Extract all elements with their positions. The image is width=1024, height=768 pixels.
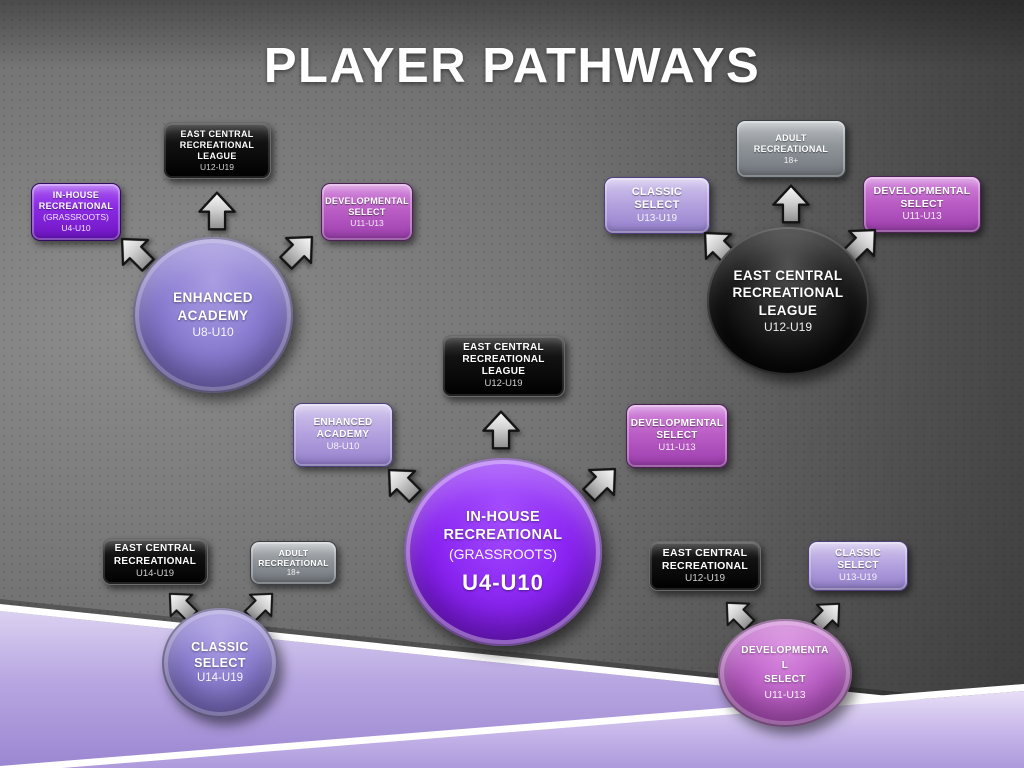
- circle-line: (GRASSROOTS): [448, 546, 558, 563]
- box-age-range: 18+: [783, 154, 799, 165]
- circle-age-range: U4-U10: [462, 570, 544, 596]
- box-line: EAST CENTRAL: [662, 546, 748, 559]
- box-age-range: U11-U13: [902, 211, 942, 223]
- box-age-range: 18+: [286, 568, 301, 578]
- circle-line: SELECT: [194, 656, 246, 671]
- box-line: ACADEMY: [316, 429, 370, 441]
- circle-in-house-recreational: IN-HOUSE RECREATIONAL (GRASSROOTS) U4-U1…: [404, 458, 602, 646]
- slide-title: PLAYER PATHWAYS: [263, 39, 761, 93]
- box-line: EAST CENTRAL: [180, 128, 254, 139]
- circle-developmental-select: DEVELOPMENTAL SELECT U11-U13: [718, 619, 852, 727]
- box-in-house-recreational: IN-HOUSE RECREATIONAL (GRASSROOTS) U4-U1…: [31, 183, 121, 241]
- box-east-central-recreational: EAST CENTRAL RECREATIONAL U12-U19: [649, 541, 761, 591]
- box-line: EAST CENTRAL: [463, 341, 544, 353]
- box-enhanced-academy: ENHANCED ACADEMY U8-U10: [293, 403, 393, 467]
- circle-age-range: U12-U19: [763, 320, 813, 335]
- box-line: IN-HOUSE: [52, 190, 100, 201]
- box-adult-recreational: ADULT RECREATIONAL 18+: [250, 541, 337, 585]
- box-line: SELECT: [348, 206, 386, 217]
- circle-enhanced-academy: ENHANCED ACADEMY U8-U10: [133, 237, 293, 393]
- box-classic-select: CLASSIC SELECT U13-U19: [604, 177, 710, 234]
- box-age-range: U12-U19: [684, 572, 726, 584]
- flow-arrow-icon: [387, 468, 422, 503]
- box-east-central-league: EAST CENTRAL RECREATIONAL LEAGUE U12-U19: [163, 122, 271, 179]
- box-age-range: U11-U13: [658, 442, 696, 454]
- box-line: RECREATIONAL: [462, 353, 545, 365]
- box-line: ADULT: [278, 547, 309, 558]
- flow-arrow-icon: [482, 410, 520, 450]
- box-line: EAST CENTRAL: [114, 543, 196, 555]
- box-line: CLASSIC: [835, 547, 881, 559]
- flow-arrow-icon: [198, 191, 236, 231]
- box-line: RECREATIONAL: [179, 139, 255, 150]
- box-east-central-league: EAST CENTRAL RECREATIONAL LEAGUE U12-U19: [442, 335, 565, 397]
- box-line: RECREATIONAL: [38, 201, 114, 212]
- box-line: RECREATIONAL: [113, 555, 197, 567]
- box-line: ENHANCED: [313, 416, 373, 428]
- circle-age-range: U8-U10: [192, 325, 234, 340]
- circle-line: RECREATIONAL: [732, 285, 844, 301]
- circle-line: EAST CENTRAL: [733, 267, 843, 283]
- circle-line: LEAGUE: [758, 302, 818, 318]
- circle-line: ACADEMY: [177, 307, 249, 323]
- box-developmental-select: DEVELOPMENTAL SELECT U11-U13: [863, 176, 981, 233]
- box-age-range: U13-U19: [838, 572, 878, 584]
- box-line: CLASSIC: [631, 185, 683, 198]
- circle-line: DEVELOPMENTAL: [741, 645, 829, 671]
- box-classic-select: CLASSIC SELECT U13-U19: [808, 541, 908, 591]
- box-line: RECREATIONAL: [753, 143, 829, 154]
- flow-arrow-icon: [725, 601, 756, 632]
- flow-arrow-icon: [772, 184, 810, 224]
- circle-line: SELECT: [764, 674, 806, 686]
- flow-arrow-icon: [582, 467, 617, 502]
- box-line: DEVELOPMENTAL: [873, 185, 971, 198]
- box-line: RECREATIONAL: [258, 558, 329, 568]
- box-line: SELECT: [900, 198, 944, 211]
- box-age-range: U14-U19: [135, 567, 175, 579]
- flow-arrow-icon: [120, 237, 155, 272]
- circle-classic-select: CLASSIC SELECT U14-U19: [162, 608, 278, 718]
- circle-east-central-league: EAST CENTRAL RECREATIONAL LEAGUE U12-U19: [707, 227, 869, 375]
- box-line: SELECT: [656, 430, 698, 442]
- circle-line: ENHANCED: [173, 290, 253, 306]
- box-age-range: (GRASSROOTS) U4-U10: [43, 212, 109, 233]
- box-line: SELECT: [634, 199, 680, 212]
- box-line: SELECT: [837, 560, 879, 572]
- box-line: RECREATIONAL: [661, 559, 749, 572]
- box-developmental-select: DEVELOPMENTAL SELECT U11-U13: [321, 183, 413, 241]
- flow-arrow-icon: [279, 235, 314, 270]
- box-line: LEAGUE: [197, 150, 237, 161]
- box-developmental-select: DEVELOPMENTAL SELECT U11-U13: [626, 404, 728, 468]
- circle-line: RECREATIONAL: [443, 527, 563, 544]
- box-line: DEVELOPMENTAL: [325, 195, 409, 206]
- box-age-range: U12-U19: [199, 161, 235, 172]
- circle-age-range: U11-U13: [764, 688, 806, 701]
- box-line: LEAGUE: [481, 366, 526, 378]
- box-age-range: U12-U19: [484, 378, 523, 390]
- circle-line: IN-HOUSE: [465, 508, 541, 525]
- box-adult-recreational: ADULT RECREATIONAL 18+: [736, 120, 846, 178]
- box-age-range: U13-U19: [636, 212, 678, 224]
- box-line: ADULT: [775, 132, 807, 143]
- box-east-central-recreational: EAST CENTRAL RECREATIONAL U14-U19: [102, 538, 208, 585]
- box-age-range: U11-U13: [350, 217, 384, 228]
- circle-line: CLASSIC: [191, 639, 249, 654]
- box-line: DEVELOPMENTAL: [630, 417, 724, 429]
- box-age-range: U8-U10: [326, 441, 360, 453]
- circle-age-range: U14-U19: [196, 672, 244, 685]
